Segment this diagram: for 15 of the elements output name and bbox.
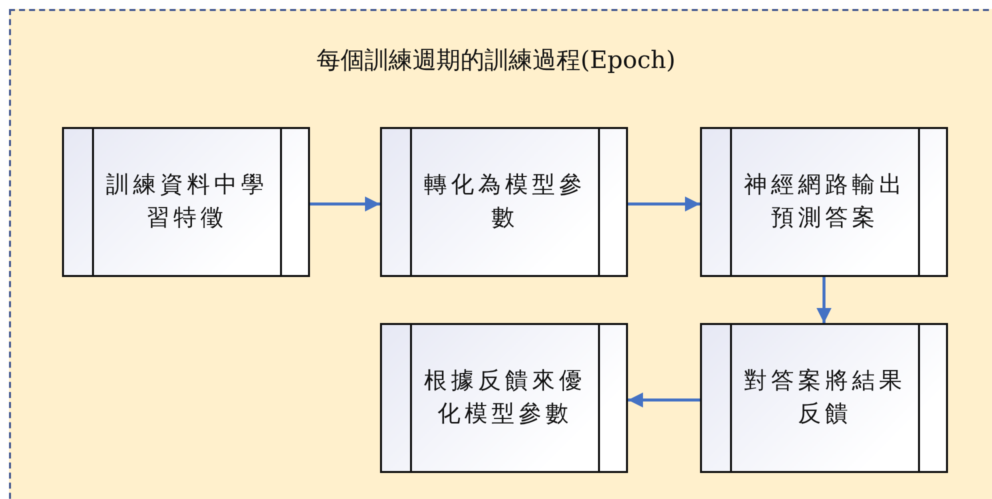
- box-label: 根據反饋來優化模型參數: [423, 366, 587, 429]
- box-label: 轉化為模型參數: [423, 170, 587, 233]
- arrow: [628, 196, 700, 212]
- process-box: [700, 127, 948, 277]
- process-box: [62, 127, 310, 277]
- process-box: [380, 127, 628, 277]
- box-label: 對答案將結果反饋: [743, 366, 907, 429]
- process-box: [380, 323, 628, 473]
- arrow: [628, 392, 700, 408]
- arrow: [816, 277, 832, 323]
- box-label: 神經網路輸出預測答案: [743, 170, 907, 233]
- box-label: 訓練資料中學習特徵: [105, 170, 269, 233]
- arrow: [310, 196, 380, 212]
- process-box: [700, 323, 948, 473]
- diagram-title: 每個訓練週期的訓練過程(Epoch): [316, 45, 676, 76]
